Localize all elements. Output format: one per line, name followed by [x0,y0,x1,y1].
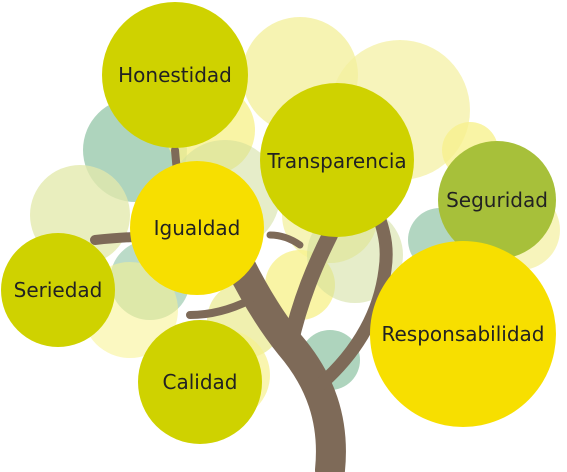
value-label: Igualdad [154,216,241,240]
value-seguridad: Seguridad [438,141,556,259]
branch-right [313,213,393,392]
branch-center [282,227,338,353]
value-bubble [370,241,556,427]
value-label: Transparencia [266,149,406,173]
value-label: Seguridad [446,188,548,212]
value-calidad: Calidad [138,320,262,444]
value-igualdad: Igualdad [130,161,264,295]
value-bubble [130,161,264,295]
value-bubble [138,320,262,444]
value-bubble [438,141,556,259]
value-responsabilidad: Responsabilidad [370,241,556,427]
value-bubble [260,83,414,237]
value-label: Calidad [163,370,238,394]
value-honestidad: Honestidad [102,2,248,148]
value-bubble [1,233,115,347]
value-seriedad: Seriedad [1,233,115,347]
value-label: Responsabilidad [381,322,544,346]
value-label: Seriedad [14,278,103,302]
value-label: Honestidad [118,63,232,87]
branch-small [266,231,304,249]
value-transparencia: Transparencia [260,83,414,237]
branch-left-lower [186,296,254,319]
value-bubble [102,2,248,148]
